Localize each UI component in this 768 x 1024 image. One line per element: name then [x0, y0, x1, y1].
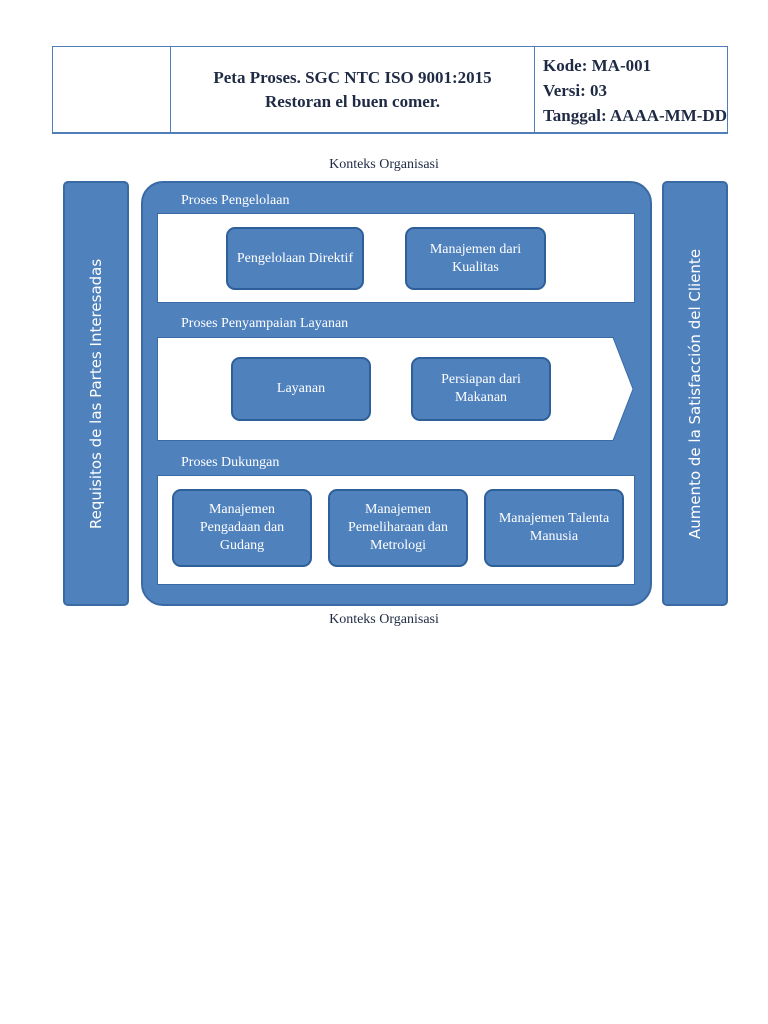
context-bottom-label: Konteks Organisasi	[329, 612, 439, 627]
stakeholder-requirements-bar: Requisitos de las Partes Interesadas	[63, 181, 129, 606]
logo-cell	[53, 47, 172, 132]
customer-satisfaction-label: Aumento de la Satisfacción del Cliente	[686, 248, 704, 539]
support-section-label: Proses Dukungan	[181, 455, 280, 470]
title-line-2: Restoran el buen comer.	[265, 91, 441, 111]
service-box: Layanan	[231, 357, 371, 421]
maintenance-metrology-box: Manajemen Pemeliharaan dan Metrologi	[328, 489, 468, 567]
stakeholder-requirements-label: Requisitos de las Partes Interesadas	[87, 258, 105, 529]
context-top-label: Konteks Organisasi	[329, 157, 439, 172]
code-label: Kode: MA-001	[542, 56, 652, 75]
version-label: Versi: 03	[542, 81, 608, 100]
process-map-container: Proses Pengelolaan Pengelolaan Direktif …	[141, 181, 652, 606]
title-line-1: Peta Proses. SGC NTC ISO 9001:2015	[213, 67, 492, 87]
procurement-warehouse-box: Manajemen Pengadaan dan Gudang	[172, 489, 312, 567]
food-preparation-box: Persiapan dari Makanan	[411, 357, 551, 421]
directive-management-box: Pengelolaan Direktif	[226, 227, 364, 290]
management-section-label: Proses Pengelolaan	[181, 193, 290, 208]
document-header: Peta Proses. SGC NTC ISO 9001:2015 Resto…	[52, 46, 728, 134]
title-cell: Peta Proses. SGC NTC ISO 9001:2015 Resto…	[171, 47, 535, 132]
delivery-arrow-panel	[157, 337, 634, 441]
meta-cell: Kode: MA-001 Versi: 03 Tanggal: AAAA-MM-…	[535, 47, 727, 132]
management-panel: Pengelolaan Direktif Manajemen dari Kual…	[157, 213, 635, 303]
delivery-section-label: Proses Penyampaian Layanan	[181, 316, 349, 331]
support-panel: Manajemen Pengadaan dan Gudang Manajemen…	[157, 475, 635, 585]
quality-management-box: Manajemen dari Kualitas	[405, 227, 546, 290]
date-label: Tanggal: AAAA-MM-DD	[542, 106, 727, 125]
talent-management-box: Manajemen Talenta Manusia	[484, 489, 624, 567]
customer-satisfaction-bar: Aumento de la Satisfacción del Cliente	[662, 181, 728, 606]
